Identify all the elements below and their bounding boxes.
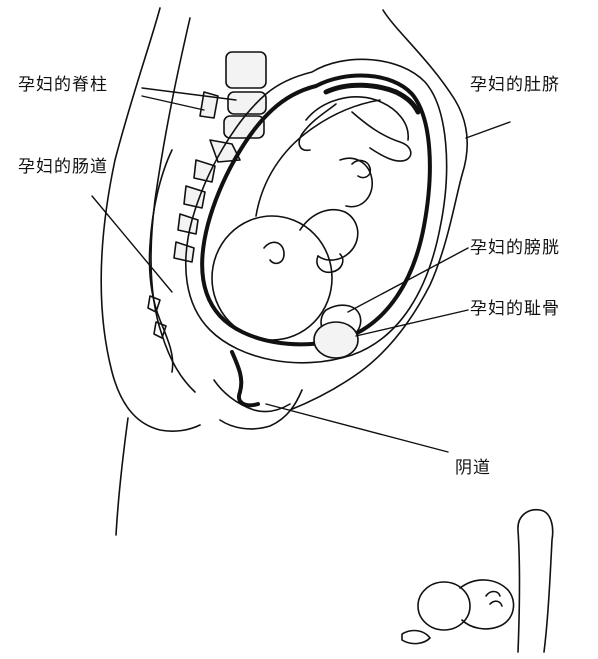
label-navel: 孕妇的肚脐 [470, 70, 560, 95]
spine-vertebrae [174, 52, 266, 262]
leader-spine [142, 88, 236, 110]
newborn-thumbnail [402, 510, 553, 652]
label-bladder: 孕妇的膀胱 [470, 233, 560, 258]
label-spine: 孕妇的脊柱 [18, 70, 108, 95]
thumbnail-baby-hand [402, 631, 430, 644]
leader-intestine [92, 196, 172, 292]
leader-navel [466, 122, 510, 138]
label-intestine: 孕妇的肠道 [18, 152, 108, 177]
fetus-foot [299, 104, 336, 150]
thumbnail-baby-feet [486, 592, 502, 607]
cervix [232, 352, 258, 405]
thumbnail-arm [518, 510, 553, 652]
pubic-bone [314, 322, 358, 358]
label-pubic-bone: 孕妇的耻骨 [470, 294, 560, 319]
fetus-thigh [306, 97, 408, 140]
fetus-head [212, 216, 332, 340]
intestine-outline [149, 150, 172, 372]
leader-bladder [348, 248, 468, 312]
fetus-arm [300, 210, 358, 260]
leader-vagina [266, 404, 448, 452]
fetus-ear [264, 242, 284, 263]
mother-buttock-outline [116, 418, 128, 535]
label-vagina: 阴道 [455, 453, 491, 478]
thumbnail-baby-head [418, 582, 470, 630]
fetus-belly [340, 158, 372, 206]
thumbnail-baby-body [460, 580, 514, 629]
